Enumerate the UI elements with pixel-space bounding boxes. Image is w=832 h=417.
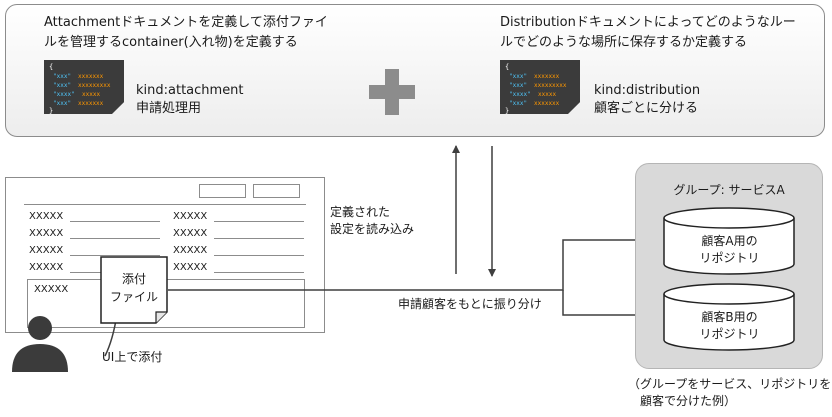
distribution-kind-label: kind:distribution [594,83,701,98]
form-button[interactable] [199,184,246,198]
code-key: "xxxx" [509,91,531,98]
form-field-input[interactable] [214,238,304,239]
attachment-usage-label: 申請処理用 [136,101,202,116]
attachment-file-icon [100,256,168,324]
code-value: xxxxx [538,91,556,98]
form-field-label: XXXXX [29,262,64,273]
read-settings-label-line2: 設定を読み込み [330,222,415,236]
attachment-file-label-line2: ファイル [109,290,158,304]
route-to-repo-a [168,236,662,291]
form-field-input[interactable] [214,272,304,273]
code-key: "xxx" [509,100,527,107]
attachment-file-label-line1: 添付 [121,272,146,286]
form-field-label: XXXXX [29,245,64,256]
repo-b-label-line2: リポジトリ [699,327,760,341]
form-divider [24,204,306,205]
code-lines: { "xxx" xxxxxxx "xxx" xxxxxxxxx "xxxx" x… [49,63,111,114]
code-key: "xxx" [53,100,71,107]
attachment-code-snippet: { "xxx" xxxxxxx "xxx" xxxxxxxxx "xxxx" x… [44,60,124,114]
code-lines: { "xxx" xxxxxxx "xxx" xxxxxxxxx "xxxx" x… [505,63,567,114]
form-field-label: XXXXX [29,228,64,239]
form-field-label: XXXXX [173,262,208,273]
repo-a-label-line2: リポジトリ [699,251,760,265]
repo-b-label-line1: 顧客B用の [701,310,758,324]
code-value: xxxxxxx [534,100,560,107]
attachment-description-line2: ルを管理するcontainer(入れ物)を定義する [44,35,298,50]
ui-attach-label: UI上で添付 [102,350,163,364]
read-settings-label-line1: 定義された [330,205,391,219]
code-value: xxxxxxx [78,100,104,107]
form-field-label: XXXXX [173,211,208,222]
group-note-line1: （グループをサービス、リポジトリを [628,377,832,391]
route-to-repo-b [562,290,662,319]
distribute-label: 申請顧客をもとに振り分け [398,297,542,311]
distribution-usage-label: 顧客ごとに分ける [594,101,699,116]
group-note-line2: 顧客で分けた例） [640,394,737,408]
form-field-input[interactable] [70,221,160,222]
code-value: xxxxxxxxx [534,82,567,89]
repo-a-cylinder [663,207,795,275]
code-value: xxxxxxx [534,73,560,80]
form-field-input[interactable] [70,255,160,256]
plus-icon [369,69,415,115]
code-key: "xxx" [509,73,527,80]
code-close-brace: } [49,107,53,114]
code-key: "xxxx" [53,91,75,98]
code-key: "xxx" [53,82,71,89]
distribution-code-snippet: { "xxx" xxxxxxx "xxx" xxxxxxxxx "xxxx" x… [500,60,580,114]
form-field-label: XXXXX [29,211,64,222]
form-field-input[interactable] [70,238,160,239]
attachment-description-line1: Attachmentドキュメントを定義して添付ファイ [44,15,328,30]
code-value: xxxxx [82,91,100,98]
user-icon [12,316,68,372]
form-field-input[interactable] [214,255,304,256]
form-field-input[interactable] [214,221,304,222]
form-button[interactable] [253,184,300,198]
code-key: "xxx" [53,73,71,80]
definition-panel [5,4,825,137]
form-field-label: XXXXX [173,228,208,239]
code-close-brace: } [505,107,509,114]
code-value: xxxxxxx [78,73,104,80]
group-title: グループ: サービスA [673,183,785,197]
distribution-description-line2: ルでどのような場所に保存するか定義する [500,35,748,50]
repo-b-cylinder [663,283,795,351]
code-key: "xxx" [509,82,527,89]
code-open-brace: { [505,63,509,71]
code-open-brace: { [49,63,53,71]
form-field-label: XXXXX [173,245,208,256]
code-value: xxxxxxxxx [78,82,111,89]
attachment-kind-label: kind:attachment [136,83,244,98]
distribution-description-line1: Distributionドキュメントによってどのようなルー [500,15,796,30]
repo-a-label-line1: 顧客A用の [701,234,758,248]
attachment-area-label: XXXXX [34,284,69,295]
